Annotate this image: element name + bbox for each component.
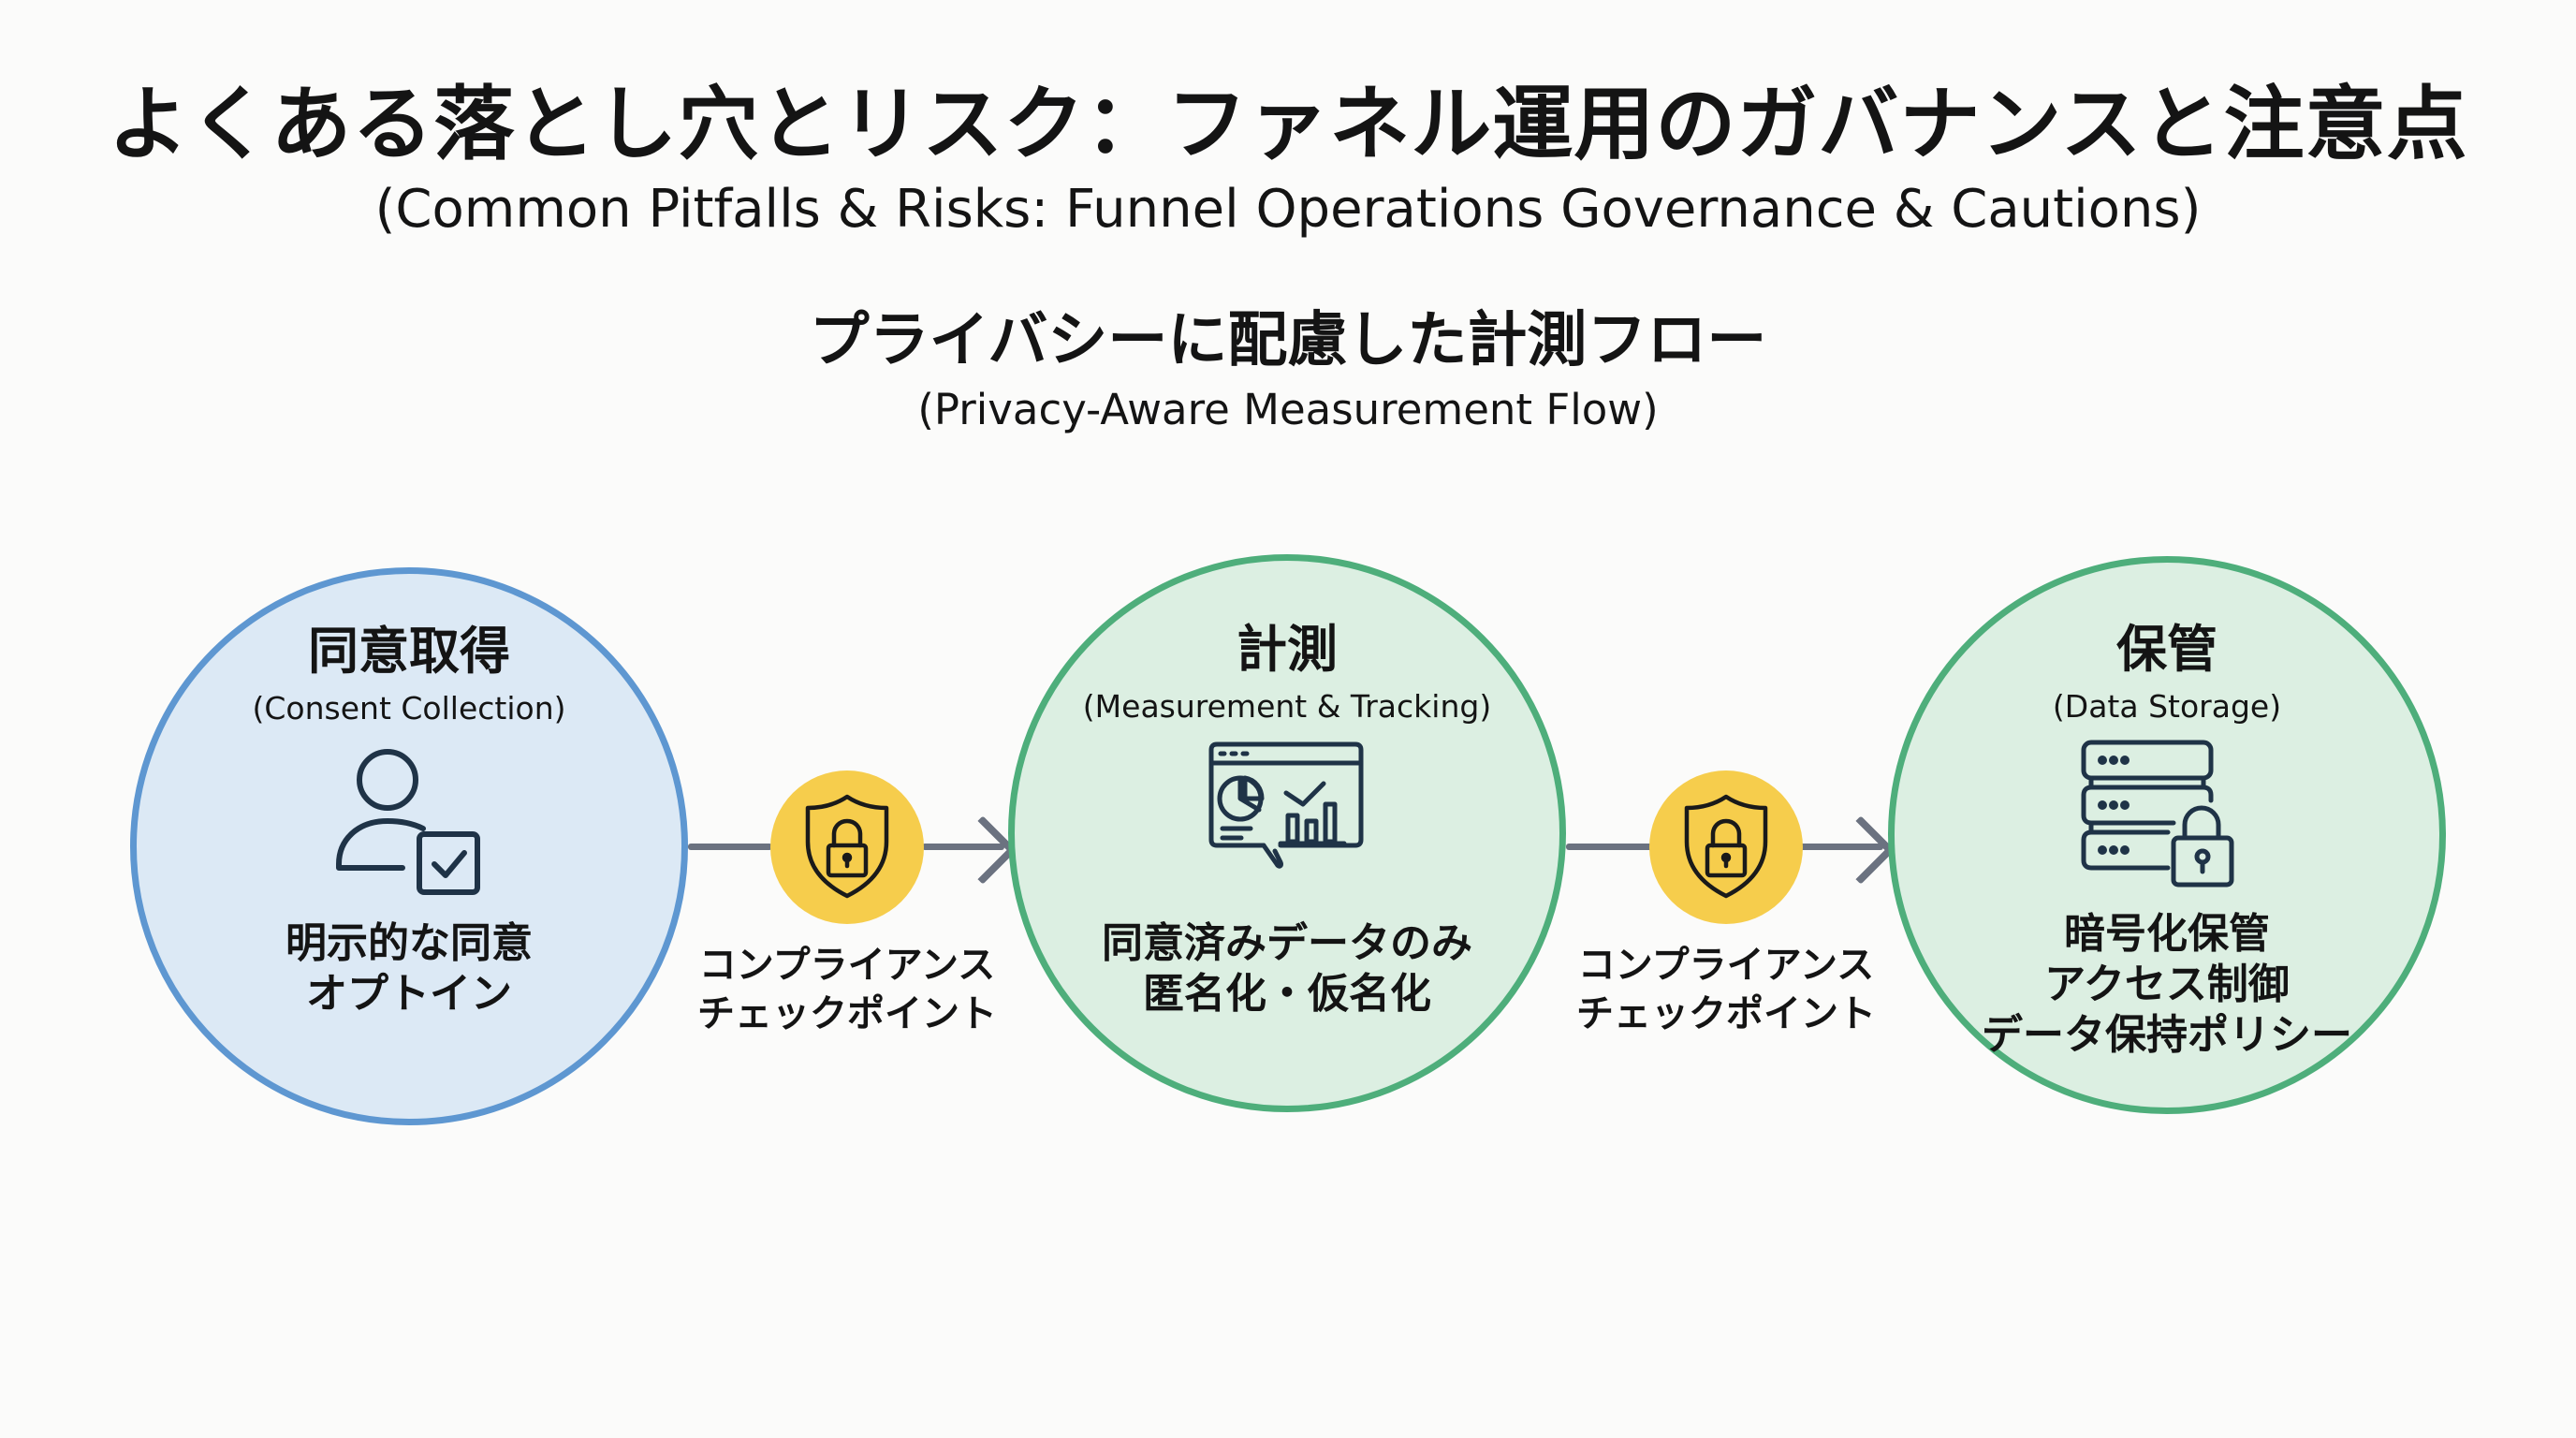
analytics-dashboard-icon — [1208, 741, 1367, 875]
stage-desc-line-1: 暗号化保管 — [2064, 910, 2270, 958]
stage-title: 計測 — [1237, 620, 1338, 679]
user-checkbox-icon — [329, 742, 489, 905]
checkpoint-label-2a: コンプライアンス — [1577, 944, 1875, 987]
page-subtitle: (Common Pitfalls & Risks: Funnel Operati… — [374, 179, 2202, 240]
checkpoint-label-2b: チェックポイント — [1576, 992, 1876, 1035]
stage-subtitle: (Measurement & Tracking) — [1082, 688, 1492, 725]
shield-lock-icon — [1684, 794, 1768, 899]
connector-line-2b — [1799, 844, 1883, 850]
connector-line-1a — [688, 844, 772, 850]
arrowhead-1 — [948, 815, 1017, 885]
stage-desc-line-2: オプトイン — [306, 970, 512, 1018]
stage-data-storage: 保管 (Data Storage) 暗号化保管 アクセス制御 データ保持ポリシー — [1888, 556, 2446, 1114]
stage-consent-collection: 同意取得 (Consent Collection) 明示的な同意 オプトイン — [130, 567, 688, 1125]
stage-desc-line-2: 匿名化・仮名化 — [1143, 970, 1431, 1018]
stage-measurement-tracking: 計測 (Measurement & Tracking) 同意済みデータのみ 匿名… — [1008, 554, 1566, 1112]
section-subtitle: (Privacy-Aware Measurement Flow) — [917, 385, 1659, 434]
section-title: プライバシーに配慮した計測フロー — [809, 306, 1767, 375]
stage-subtitle: (Consent Collection) — [252, 690, 566, 726]
checkpoint-label-1a: コンプライアンス — [698, 944, 996, 987]
connector-line-1b — [922, 844, 1004, 850]
shield-lock-icon — [805, 794, 889, 899]
compliance-checkpoint-badge-2 — [1649, 770, 1803, 924]
stage-desc-line-2: アクセス制御 — [2044, 961, 2290, 1008]
stage-desc-line-1: 同意済みデータのみ — [1102, 919, 1472, 967]
stage-subtitle: (Data Storage) — [2052, 688, 2282, 725]
compliance-checkpoint-badge-1 — [770, 770, 924, 924]
page-title: よくある落とし穴とリスク：ファネル運用のガバナンスと注意点 — [108, 78, 2468, 171]
arrowhead-2 — [1826, 815, 1895, 885]
stage-title: 保管 — [2116, 620, 2217, 679]
stage-desc-line-3: データ保持ポリシー — [1982, 1011, 2352, 1059]
stage-title: 同意取得 — [308, 622, 510, 681]
stage-desc-line-1: 明示的な同意 — [285, 919, 533, 967]
checkpoint-label-1b: チェックポイント — [697, 992, 997, 1035]
server-lock-icon — [2080, 739, 2239, 892]
connector-line-2a — [1566, 844, 1652, 850]
